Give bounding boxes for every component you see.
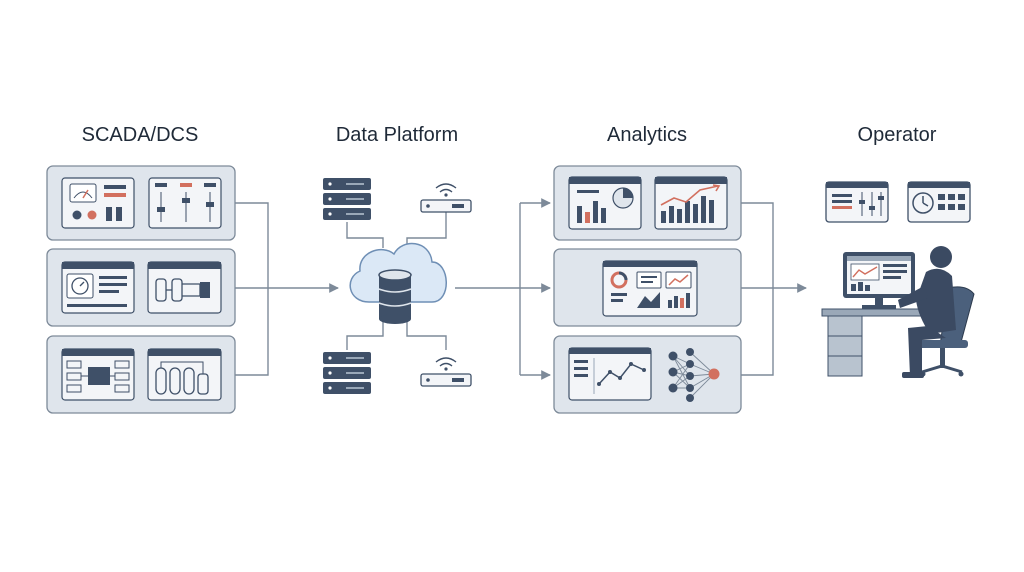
wifi-router-bottom: [420, 357, 472, 387]
slider-icon: [878, 196, 884, 200]
slider-icon: [157, 207, 165, 212]
server-top: [323, 178, 371, 220]
operator-sliders-screen: [825, 181, 889, 223]
database-icon: [379, 275, 411, 319]
gauge-icon: [69, 183, 97, 203]
title-data-platform: Data Platform: [335, 124, 459, 146]
router-bottom-line: [406, 322, 447, 350]
connector-lines: [235, 198, 807, 380]
clock-gauge-icon: [71, 277, 89, 295]
knob-icon: [87, 210, 97, 220]
process-unit-icon: [88, 367, 110, 385]
title-operator: Operator: [857, 124, 937, 146]
server-bottom-line: [346, 322, 384, 350]
bar-chart-icon: [577, 206, 582, 223]
trend-line-icon: [660, 185, 719, 206]
cloud-database: [349, 242, 447, 324]
slider-icon: [859, 200, 865, 204]
scada-panel-2: [46, 248, 236, 327]
scada-bracket: [235, 202, 269, 376]
analytics-bracket: [741, 202, 774, 376]
pump-window: [147, 261, 222, 314]
desk-icon: [821, 308, 931, 317]
analytics-panel-3: [553, 335, 742, 414]
slider-icon: [206, 202, 214, 207]
slider-icon: [182, 198, 190, 203]
operator-workstation: [821, 246, 975, 378]
scada-panel-3: [46, 335, 236, 414]
analytics-panel-2: [553, 248, 742, 327]
operator-person-icon: [898, 246, 956, 378]
clock-gauge-icon: [912, 192, 934, 214]
router-top-line: [406, 212, 447, 248]
server-top-line: [346, 222, 384, 248]
area-chart-icon: [637, 292, 660, 308]
line-chart-icon: [668, 274, 689, 286]
keypad-icon: [938, 194, 945, 200]
knob-icon: [72, 210, 82, 220]
wifi-router-top: [420, 183, 472, 213]
wifi-icon: [435, 357, 457, 363]
bar-chart-icon: [661, 211, 666, 223]
analytics-panel-1: [553, 165, 742, 241]
server-bottom: [323, 352, 371, 394]
operator-gauge-screen: [907, 181, 971, 223]
wifi-icon: [435, 183, 457, 189]
title-analytics: Analytics: [606, 124, 688, 146]
scada-panel-1: [46, 165, 236, 241]
slider-icon: [869, 206, 875, 210]
title-scada-dcs: SCADA/DCS: [81, 124, 199, 146]
